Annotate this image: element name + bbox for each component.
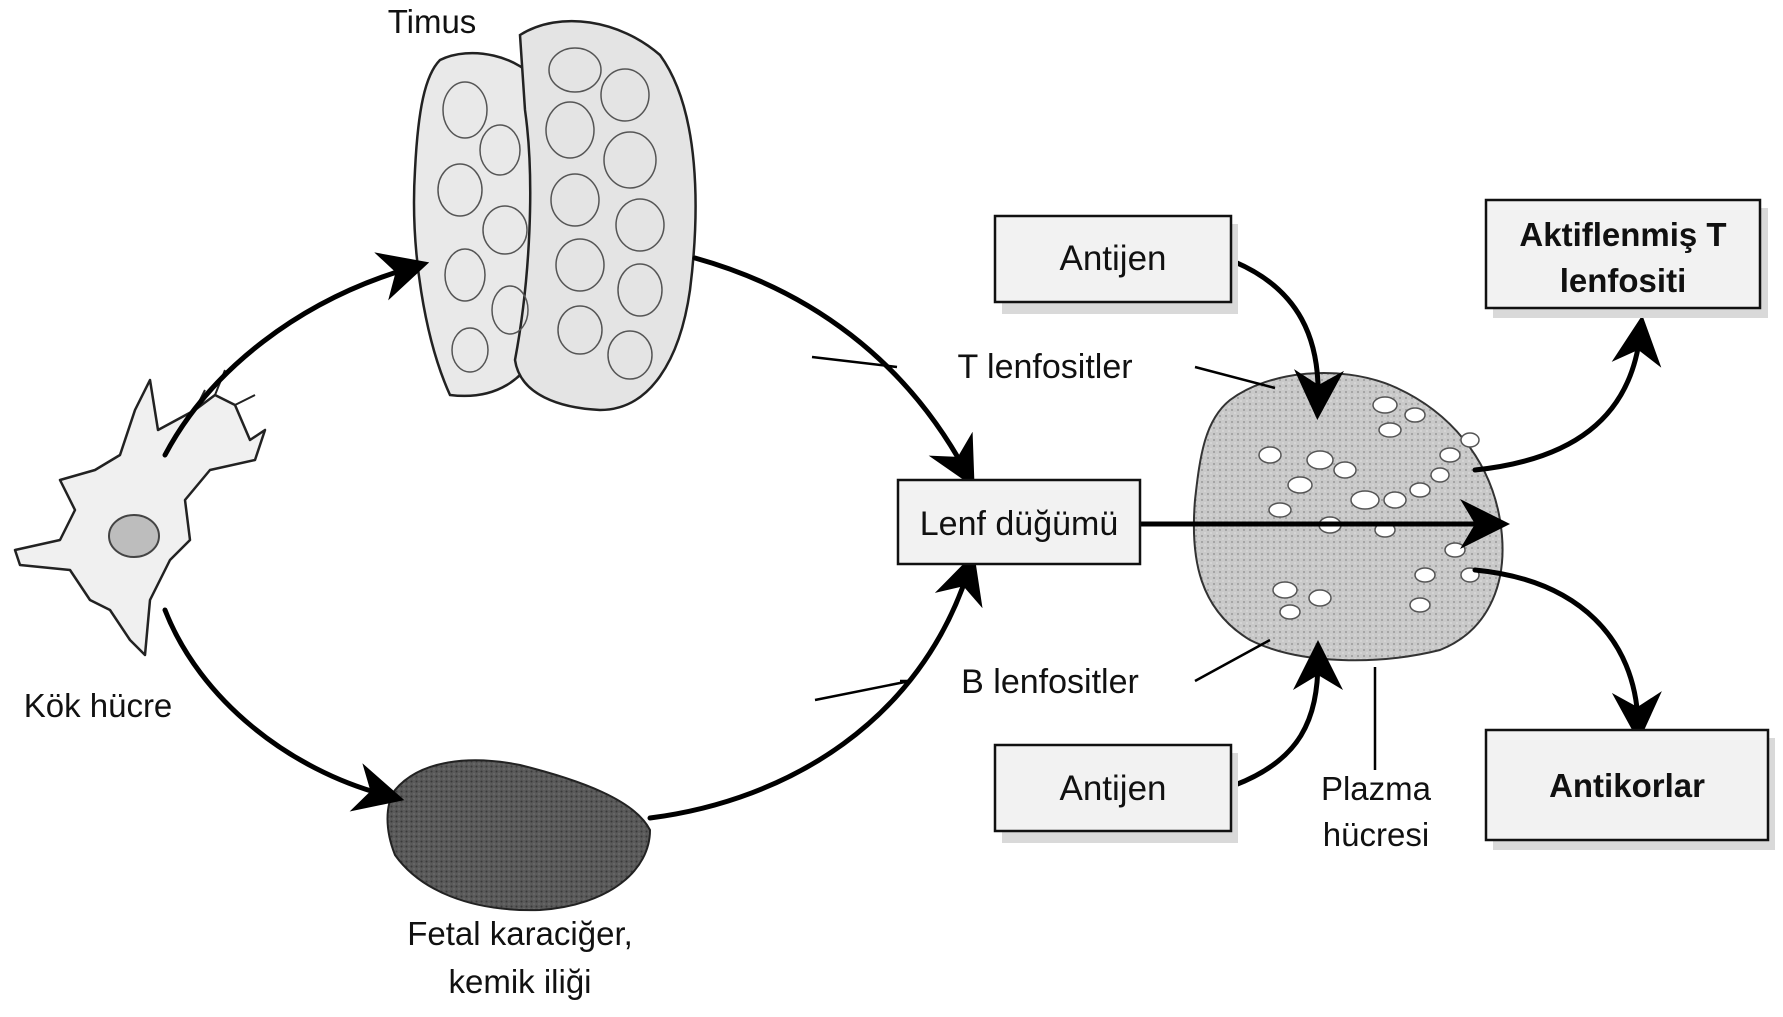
- antigen-bottom-label: Antijen: [1059, 769, 1166, 808]
- leader-b-lymphocytes-right: [1195, 640, 1270, 681]
- antigen-top-box: Antijen: [995, 216, 1238, 314]
- antibodies-box: Antikorlar: [1486, 730, 1775, 850]
- arrow-to-antibodies: [1475, 570, 1638, 722]
- fetal-liver-label-line1: Fetal karaciğer,: [407, 915, 633, 952]
- arrow-thymus-to-lymph-node: [695, 258, 965, 470]
- thymus-illustration: [414, 21, 696, 410]
- activated-t-lymphocyte-box: Aktiflenmiş T lenfositi: [1486, 200, 1768, 318]
- arrow-to-activated-t: [1475, 335, 1640, 470]
- plasma-cell-label-line2: hücresi: [1323, 816, 1429, 853]
- arrow-antigen-bottom-to-cell: [1235, 660, 1318, 785]
- b-lymphocytes-label: B lenfositler: [961, 663, 1139, 701]
- stem-cell-label: Kök hücre: [24, 687, 173, 724]
- arrow-fetal-liver-to-lymph-node: [650, 572, 968, 818]
- t-lymphocytes-label: T lenfositler: [957, 348, 1132, 386]
- plasma-cell-illustration: [1194, 373, 1503, 660]
- lymph-node-box: Lenf düğümü: [898, 480, 1140, 564]
- leader-t-lymphocytes-right: [1195, 367, 1275, 388]
- activated-t-label-line2: lenfositi: [1560, 262, 1687, 299]
- thymus-label: Timus: [388, 3, 477, 40]
- antigen-bottom-box: Antijen: [995, 745, 1238, 843]
- lymph-node-label: Lenf düğümü: [920, 505, 1119, 543]
- antibodies-label: Antikorlar: [1549, 767, 1705, 804]
- fetal-liver-bone-marrow-illustration: [388, 760, 651, 910]
- fetal-liver-label-line2: kemik iliği: [448, 963, 591, 1000]
- plasma-cell-label-line1: Plazma: [1321, 770, 1432, 807]
- stem-cell-illustration: [15, 370, 265, 655]
- arrow-stem-to-fetal-liver: [165, 610, 385, 795]
- activated-t-label-line1: Aktiflenmiş T: [1519, 216, 1726, 253]
- antigen-top-label: Antijen: [1059, 239, 1166, 278]
